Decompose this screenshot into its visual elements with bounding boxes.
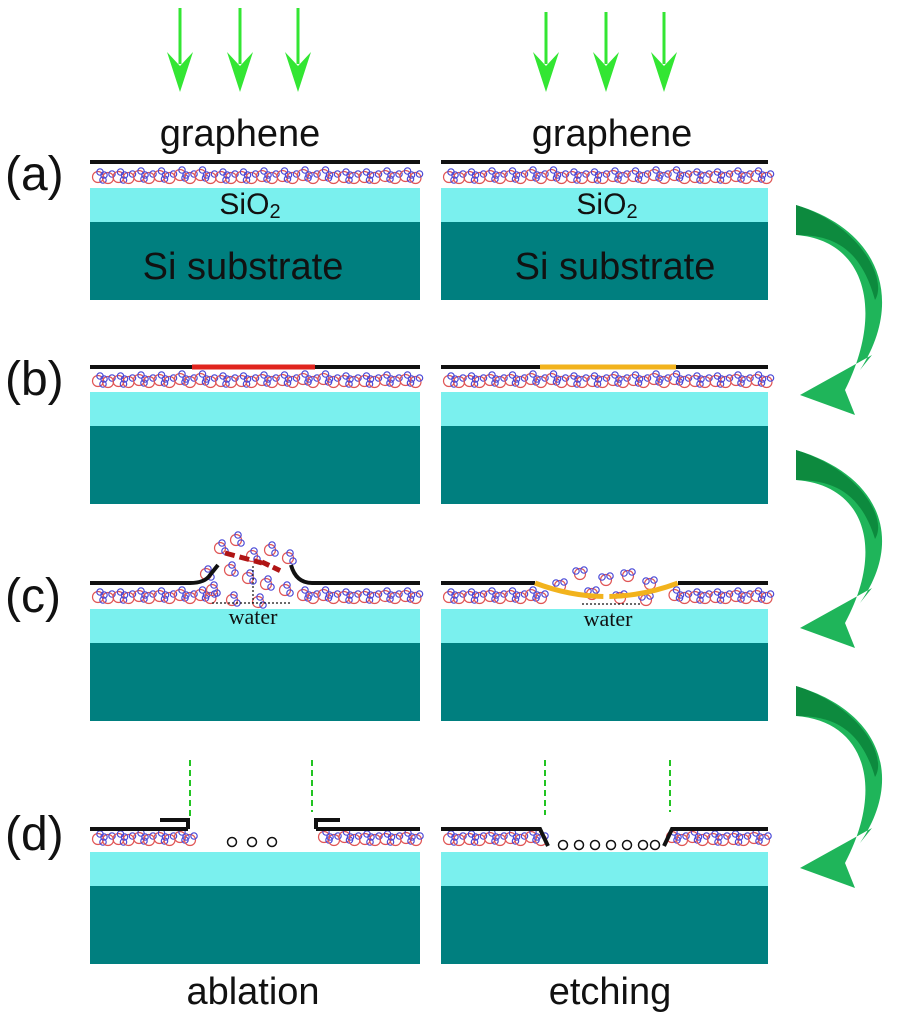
circle-icon <box>589 839 601 851</box>
water-label-left: water <box>229 604 279 629</box>
circle-icon <box>649 839 661 851</box>
si-substrate-layer <box>441 643 768 721</box>
sio2-sub-right: 2 <box>626 201 637 223</box>
circle-icon <box>226 836 238 848</box>
sio2-layer <box>441 609 768 643</box>
curved-arrow-icon <box>796 205 883 415</box>
circle-icon <box>637 839 649 851</box>
substrate-label-right: Si substrate <box>515 246 716 288</box>
laser-arrow-icon <box>285 8 311 92</box>
sio2-layer <box>441 852 768 886</box>
circle-icon <box>573 839 585 851</box>
water-molecule-icon <box>263 541 279 557</box>
panels <box>90 188 768 964</box>
laser-arrow-icon <box>167 8 193 92</box>
circle-icon <box>605 839 617 851</box>
si-substrate-layer <box>441 222 768 300</box>
circle-icon <box>246 836 258 848</box>
water-molecule-icon <box>572 566 588 581</box>
sio2-label-right: SiO2 <box>576 188 637 223</box>
sio2-layer <box>441 392 768 426</box>
si-substrate-layer <box>90 886 420 964</box>
graphene-sheet <box>662 827 768 847</box>
row-label-d: (d) <box>5 808 64 861</box>
laser-arrows <box>167 8 677 92</box>
sio2-layer <box>441 188 768 222</box>
sio2-layer <box>90 188 420 222</box>
curved-arrow-icon <box>796 686 883 888</box>
etching-zone <box>534 580 679 599</box>
water-molecule-icon <box>620 568 636 583</box>
graphene-features <box>90 160 768 851</box>
water-molecule-icon <box>241 569 257 585</box>
graphene-label-left: graphene <box>160 113 321 155</box>
graphene-sheet <box>289 564 420 585</box>
graphene-fragment <box>224 550 263 566</box>
graphene-label-right: graphene <box>532 113 693 155</box>
column-label-etching: etching <box>549 971 672 1013</box>
water-molecule-icon <box>281 549 297 565</box>
process-arrows <box>796 205 883 888</box>
circle-icon <box>557 839 569 851</box>
water-molecule-icon <box>259 575 275 591</box>
water-molecule-icon <box>229 531 245 547</box>
si-substrate-layer <box>441 426 768 504</box>
row-label-c: (c) <box>5 570 61 623</box>
sio2-layer <box>90 392 420 426</box>
sio2-layer <box>90 609 420 643</box>
water-molecule-icon <box>642 576 658 591</box>
si-substrate-layer <box>441 886 768 964</box>
laser-arrow-icon <box>593 12 619 92</box>
water-molecule-icon <box>223 561 239 577</box>
laser-arrow-icon <box>227 8 253 92</box>
graphene-sheet <box>441 827 550 847</box>
sio2-main-right: SiO <box>576 188 626 221</box>
graphene-fragment <box>260 559 285 575</box>
row-label-b: (b) <box>5 353 64 406</box>
sio2-main-left: SiO <box>219 188 269 221</box>
sio2-label-left: SiO2 <box>219 188 280 223</box>
circle-icon <box>621 839 633 851</box>
graphene-flap <box>314 818 340 829</box>
si-substrate-layer <box>90 222 420 300</box>
si-substrate-layer <box>90 643 420 721</box>
curved-arrow-icon <box>796 450 883 648</box>
laser-arrow-icon <box>533 12 559 92</box>
sio2-sub-left: 2 <box>269 201 280 223</box>
si-substrate-layer <box>90 426 420 504</box>
water-molecule-icon <box>598 572 614 587</box>
graphene-flap <box>160 818 190 829</box>
substrate-label-left: Si substrate <box>143 246 344 288</box>
sio2-layer <box>90 852 420 886</box>
row-label-a: (a) <box>5 148 64 201</box>
laser-arrow-icon <box>651 12 677 92</box>
column-label-ablation: ablation <box>186 971 319 1013</box>
graphene-sheet <box>90 563 220 585</box>
water-molecule-icon <box>278 581 294 597</box>
water-label-right: water <box>584 606 634 631</box>
circle-icon <box>266 836 278 848</box>
